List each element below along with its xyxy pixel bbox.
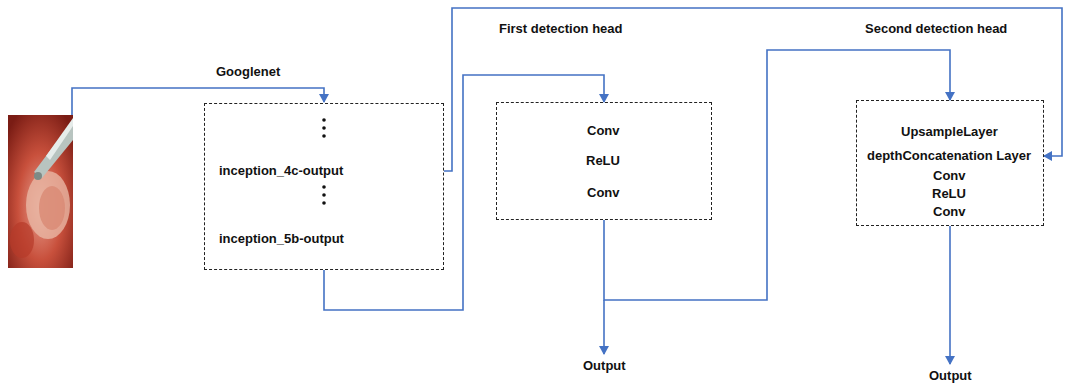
output-label: Output — [927, 368, 974, 384]
layer-name: inception_4c-output — [219, 163, 343, 179]
output-label: Output — [581, 358, 628, 374]
layer-name: ReLU — [932, 186, 966, 202]
layer-name: Conv — [587, 123, 620, 139]
flow-connector — [324, 75, 604, 310]
layer-name: Conv — [587, 185, 620, 201]
layer-name: Conv — [933, 168, 966, 184]
output-connector — [949, 226, 951, 364]
input-connector — [72, 88, 324, 115]
detection-head-box: First detection headConvReLUConv — [496, 102, 712, 220]
head-title: First detection head — [499, 21, 623, 37]
layer-name: depthConcatenation Layer — [867, 148, 1031, 164]
stage-label: Googlenet — [214, 64, 282, 80]
flow-connector — [604, 50, 950, 300]
layer-name: ReLU — [586, 153, 620, 169]
flow-connector — [444, 8, 1062, 171]
ellipsis-dots — [322, 118, 326, 205]
detection-head-box: Second detection headUpsampleLayerdepthC… — [856, 100, 1044, 226]
layer-name: inception_5b-output — [219, 231, 344, 247]
layer-name: Conv — [933, 204, 966, 220]
backbone-box: inception_4c-output inception_5b-output — [204, 103, 444, 270]
endoscopy-image — [8, 115, 73, 268]
layer-name: UpsampleLayer — [901, 124, 998, 140]
output-connector — [603, 300, 605, 354]
head-title: Second detection head — [865, 21, 1007, 37]
